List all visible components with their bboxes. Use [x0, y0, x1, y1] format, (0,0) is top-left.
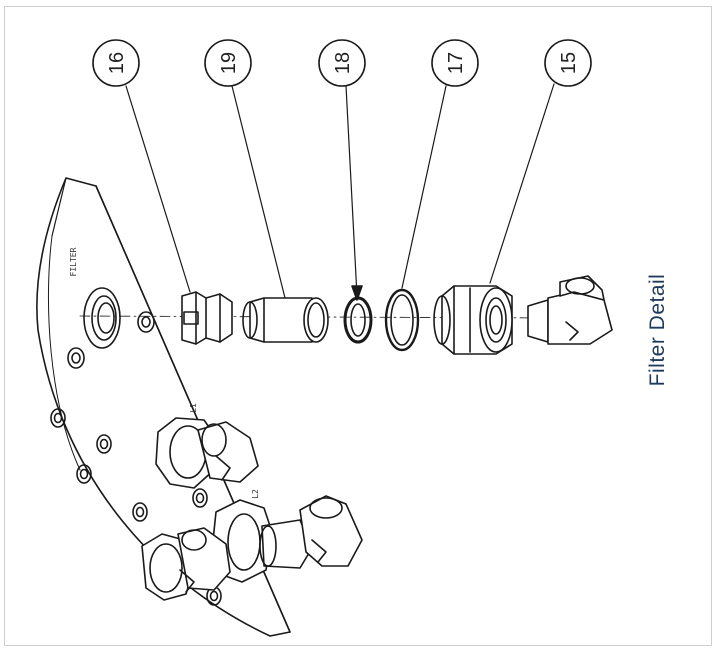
- lower-fitting-3: [141, 527, 231, 601]
- part-16-filter-cap: [181, 291, 233, 345]
- elbow-fitting-top: [527, 275, 613, 345]
- callout-15: [489, 39, 592, 284]
- callout-number-19: 19: [218, 52, 240, 74]
- plate-holes: [50, 311, 222, 606]
- callout-16: [92, 39, 191, 293]
- part-19-filter-element: [242, 297, 329, 343]
- callout-number-15: 15: [558, 52, 580, 74]
- lower-fitting-1: [155, 417, 259, 489]
- callout-number-18: 18: [332, 52, 354, 74]
- callout-number-17: 17: [445, 52, 467, 74]
- callout-number-16: 16: [106, 52, 128, 74]
- plate-stamp-filter: FILTER: [69, 247, 78, 276]
- callout-17: [401, 39, 479, 289]
- callout-19: [204, 39, 287, 303]
- filter-port: [83, 287, 121, 349]
- figure-caption: Filter Detail: [646, 274, 669, 387]
- plate-stamp-l2: L2: [251, 489, 260, 499]
- callout-labels: 16 19 18 17 15: [106, 52, 580, 74]
- part-17-large-o-ring: [384, 288, 420, 352]
- plate-stamp-l1: L1: [189, 403, 198, 413]
- part-18-small-o-ring: [343, 296, 373, 344]
- part-15-hex-fitting: [433, 285, 513, 355]
- callout-18: [318, 39, 366, 301]
- lower-fitting-2: [211, 495, 363, 583]
